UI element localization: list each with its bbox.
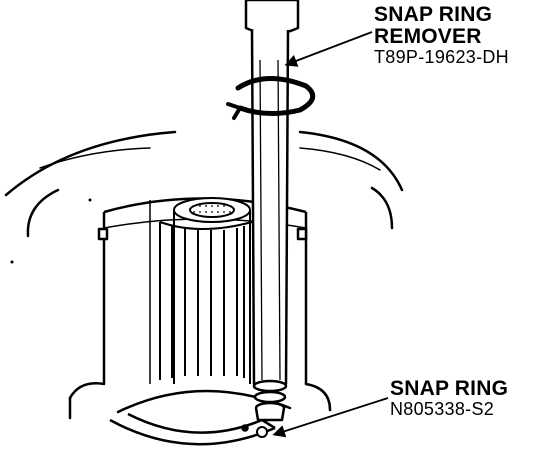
rotation-arrow-icon — [226, 75, 316, 120]
remover-part-number: T89P-19623-DH — [374, 47, 509, 68]
splined-shaft — [159, 197, 253, 384]
remover-callout: SNAP RING REMOVER T89P-19623-DH — [374, 3, 509, 68]
snap-ring — [109, 412, 276, 446]
snap-ring-label: SNAP RING — [390, 377, 509, 400]
remover-leader-line — [284, 31, 373, 67]
remover-label-line2: REMOVER — [374, 25, 482, 49]
snap-ring-remover-tool — [244, 0, 300, 422]
lower-flange — [68, 382, 332, 420]
housing-outline — [4, 130, 404, 238]
remover-label-line1: SNAP RING — [374, 3, 493, 26]
snap-ring-part-number: N805338-S2 — [390, 399, 495, 420]
snap-ring-callout: SNAP RING N805338-S2 — [390, 377, 509, 420]
snap-ring-leader-line — [272, 397, 389, 438]
